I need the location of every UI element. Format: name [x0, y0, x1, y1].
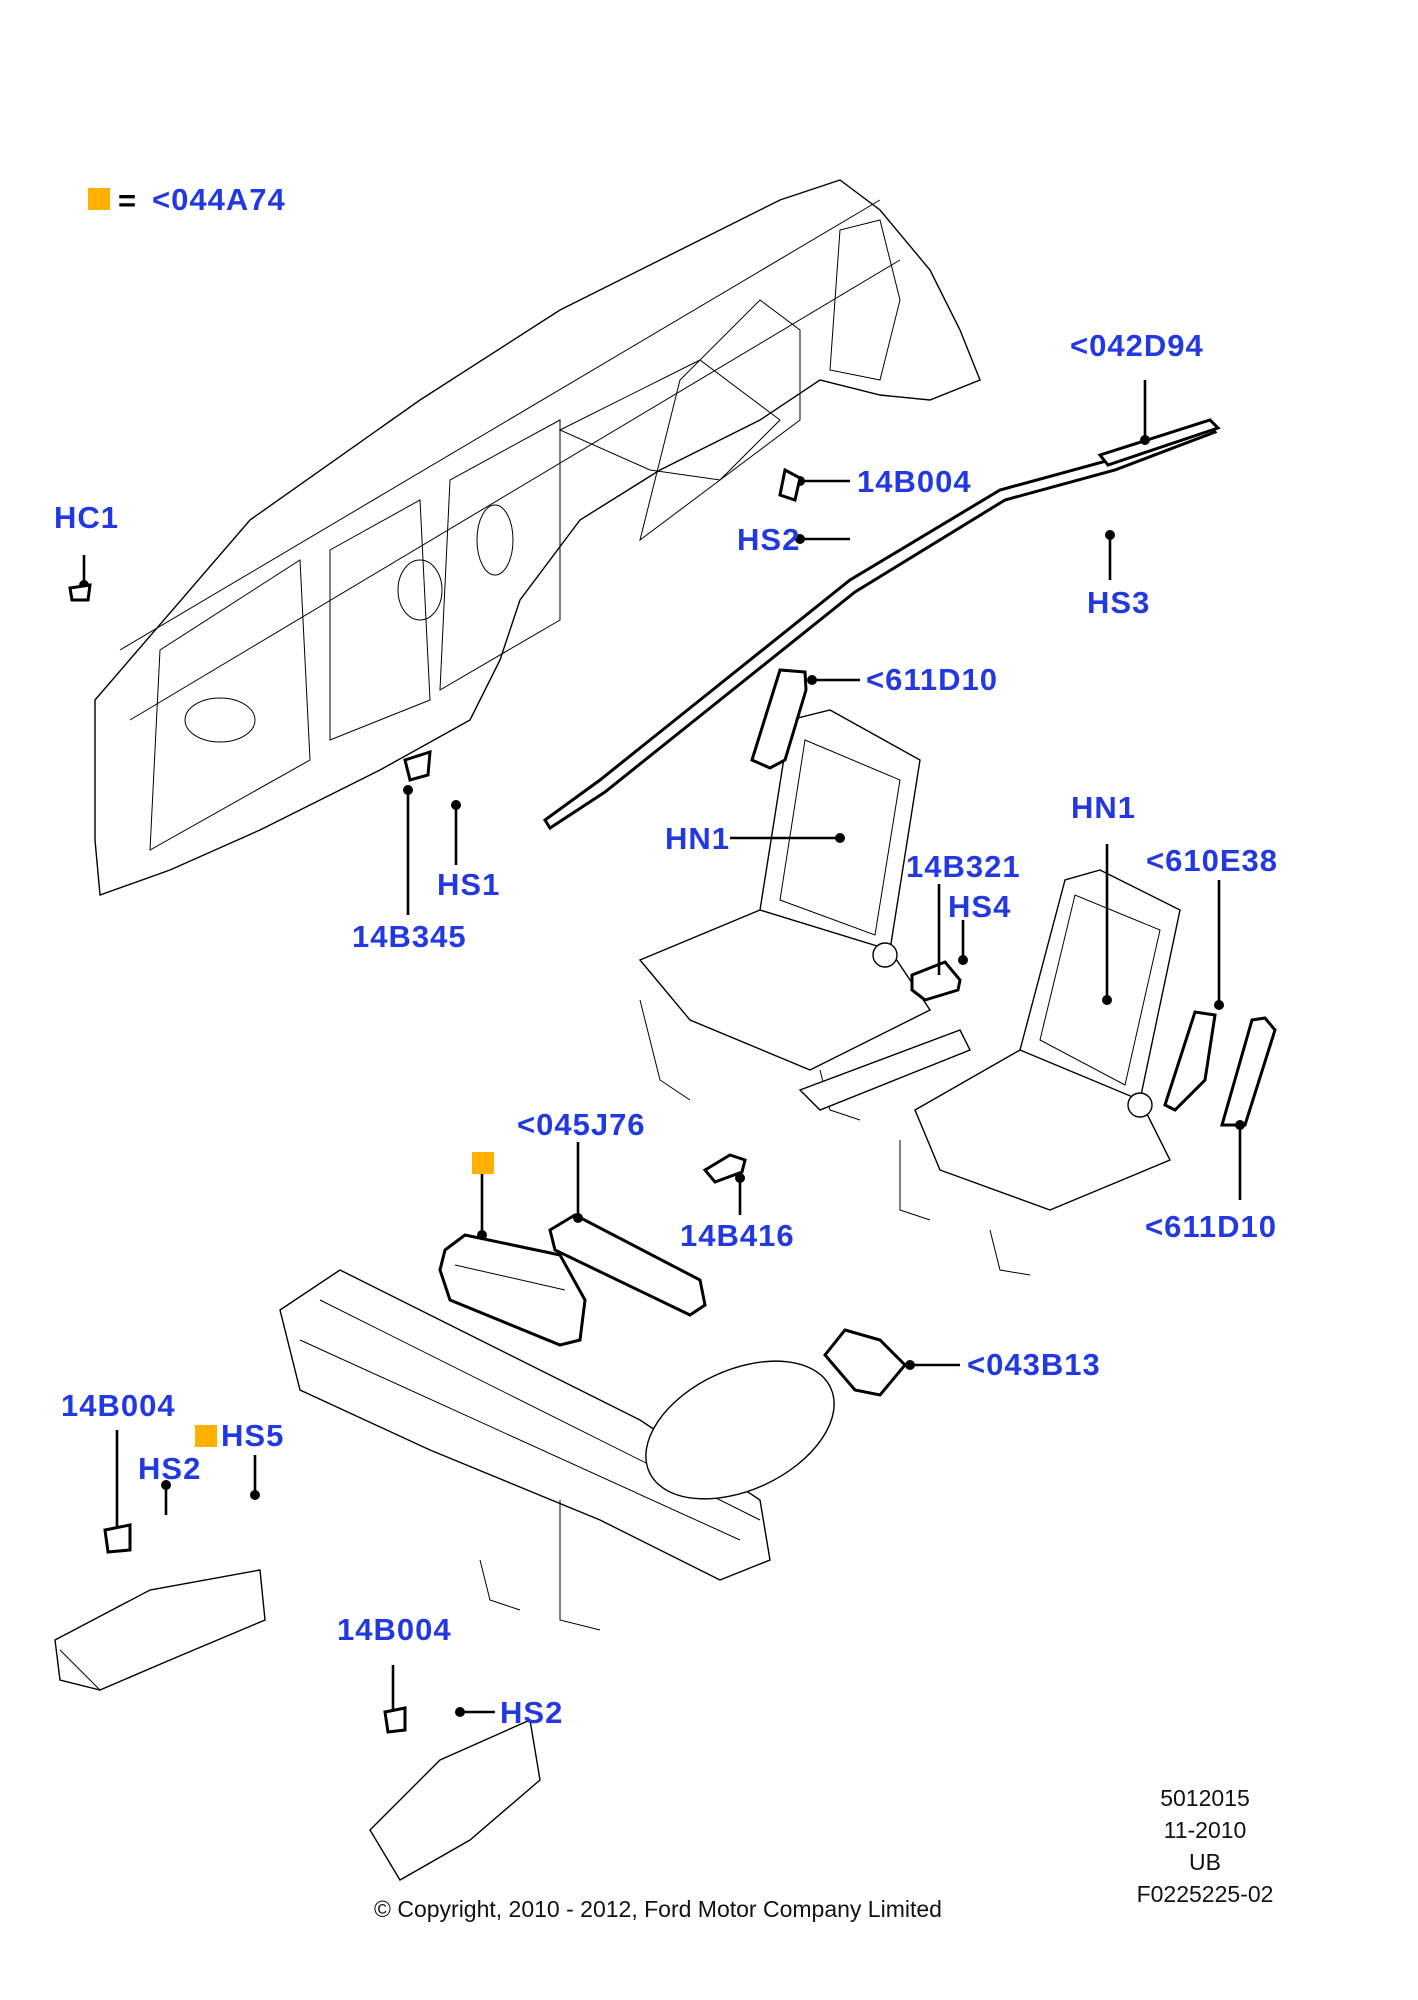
callout-HS2-top[interactable]: HS2: [737, 522, 801, 557]
curtain-airbag-042D94: [542, 418, 1221, 831]
callout-14B004-bottom[interactable]: 14B004: [337, 1612, 452, 1647]
callout-042D94[interactable]: <042D94: [1070, 328, 1204, 363]
leader-dots: [79, 435, 1245, 1725]
callout-HS4[interactable]: HS4: [948, 889, 1012, 924]
sensor-14B416: [702, 1153, 747, 1184]
legend-code: <044A74: [152, 182, 286, 217]
marker-044A74-airbag: [472, 1152, 494, 1174]
callout-HS3[interactable]: HS3: [1087, 585, 1151, 620]
callout-HS1[interactable]: HS1: [437, 867, 501, 902]
floor-rail: [798, 1029, 971, 1111]
fasteners: [68, 467, 802, 1734]
illustration-number: 5012015: [1160, 1785, 1250, 1811]
callout-HS2-bottom[interactable]: HS2: [500, 1695, 564, 1730]
seat-airbag-611D10-bottom: [1220, 1016, 1277, 1127]
body-side-panel: [94, 179, 981, 896]
callout-HS2-left[interactable]: HS2: [138, 1451, 202, 1486]
callout-HC1[interactable]: HC1: [54, 500, 120, 535]
dash-cross-beam: [279, 1269, 835, 1631]
driver-airbag-043B13: [823, 1328, 908, 1397]
callout-14B321[interactable]: 14B321: [906, 849, 1021, 884]
callout-611D10-top[interactable]: <611D10: [866, 662, 998, 697]
callout-045J76[interactable]: <045J76: [517, 1107, 646, 1142]
callout-HN1-right[interactable]: HN1: [1071, 790, 1137, 825]
callout-610E38[interactable]: <610E38: [1146, 843, 1278, 878]
passenger-airbag-044A74: [438, 1233, 587, 1347]
copyright-notice: © Copyright, 2010 - 2012, Ford Motor Com…: [374, 1896, 942, 1922]
seat-airbag-610E38: [1163, 1010, 1217, 1112]
callout-14B416[interactable]: 14B416: [680, 1218, 795, 1253]
seat-frame-left: [638, 709, 932, 1121]
callout-14B004-left[interactable]: 14B004: [61, 1388, 176, 1423]
marker-044A74-hs5: [195, 1425, 217, 1447]
callout-HS5[interactable]: HS5: [221, 1418, 285, 1453]
center-tunnel-bracket: [369, 1718, 541, 1881]
sensor-14B321: [910, 960, 962, 1002]
callout-14B345[interactable]: 14B345: [352, 919, 467, 954]
legend-marker: [88, 188, 110, 210]
seat-frame-right: [899, 869, 1181, 1276]
callout-14B004-top[interactable]: 14B004: [857, 464, 972, 499]
callout-043B13[interactable]: <043B13: [967, 1347, 1101, 1382]
callout-HN1-left[interactable]: HN1: [665, 821, 731, 856]
drawing-info-block: 5012015 11-2010 UB F0225225-02: [1105, 1782, 1305, 1910]
callout-611D10-bottom[interactable]: <611D10: [1145, 1209, 1277, 1244]
illustration-date: 11-2010: [1163, 1817, 1247, 1843]
left-pillar-bracket: [54, 1569, 266, 1691]
illustration-code: UB: [1189, 1849, 1221, 1875]
seat-airbag-611D10-top: [750, 668, 808, 770]
legend-equals: =: [118, 183, 137, 218]
figure-id: F0225225-02: [1136, 1881, 1274, 1907]
